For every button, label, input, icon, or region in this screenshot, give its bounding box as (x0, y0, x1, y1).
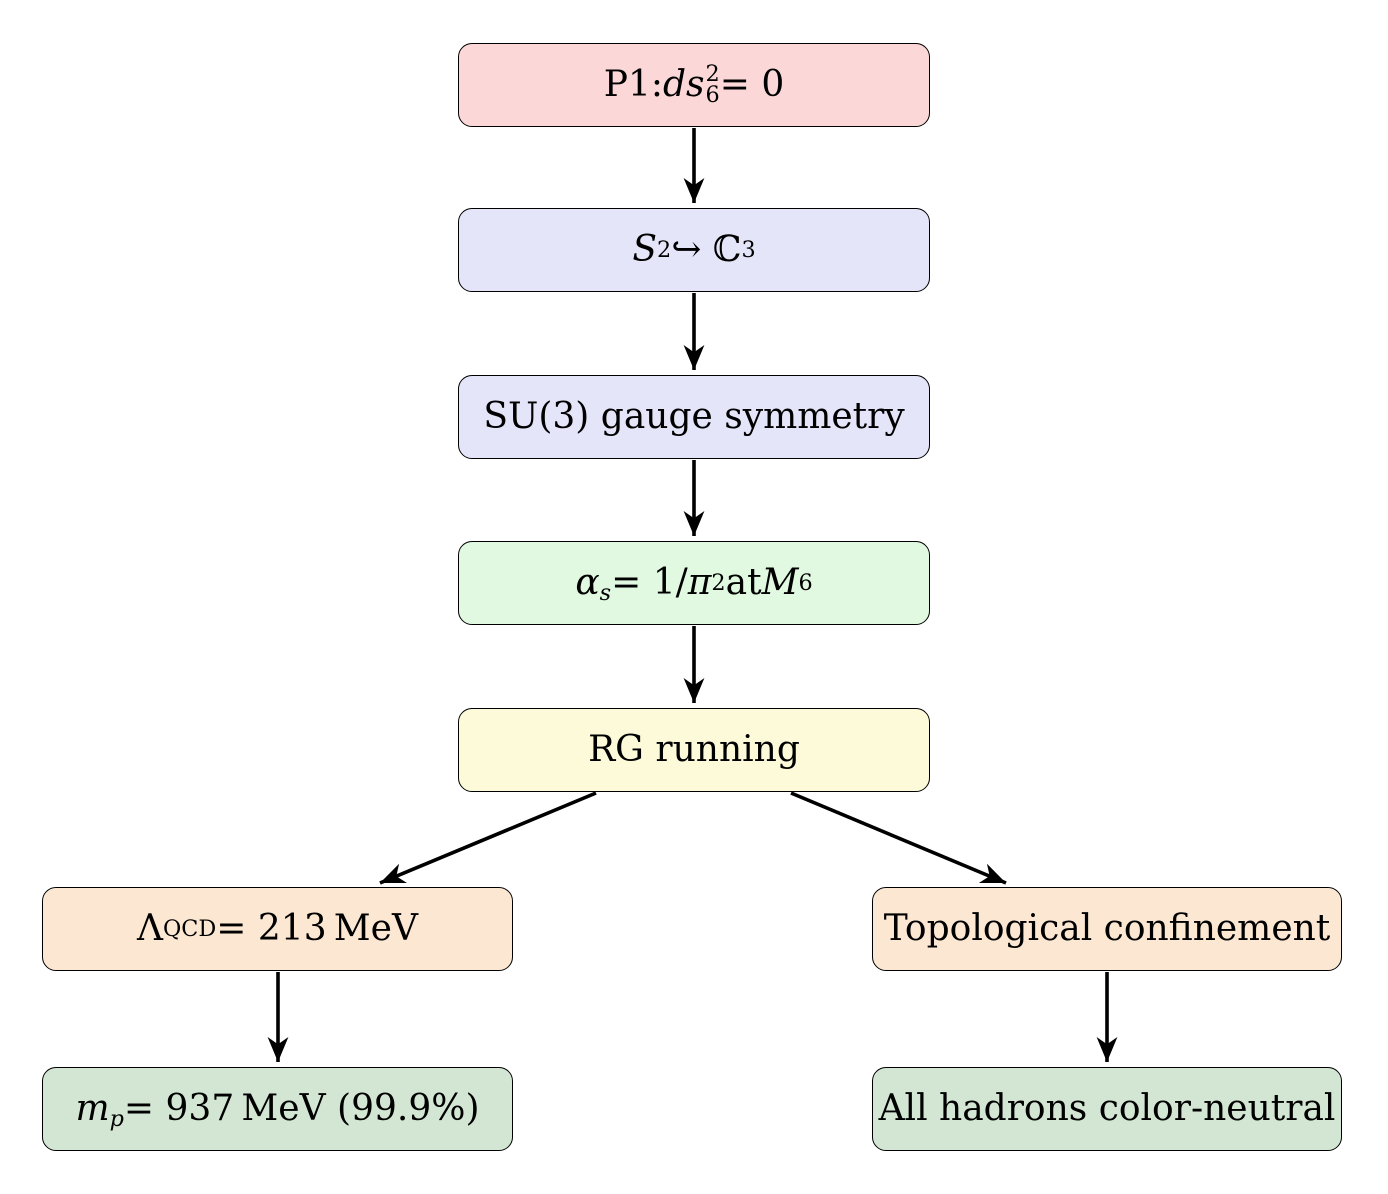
node-hadrons-color-neutral: All hadrons color-neutral (872, 1067, 1342, 1151)
node-topological-confinement: Topological confinement (872, 887, 1342, 971)
arrow-rg-to-topo (790, 791, 1007, 885)
node-su3-gauge-symmetry: SU(3) gauge symmetry (458, 375, 930, 459)
node-rg-running: RG running (458, 708, 930, 792)
arrow-rg-to-lambdaqcd (379, 791, 597, 885)
node-proton-mass: mp = 937 MeV (99.9%) (42, 1067, 513, 1151)
